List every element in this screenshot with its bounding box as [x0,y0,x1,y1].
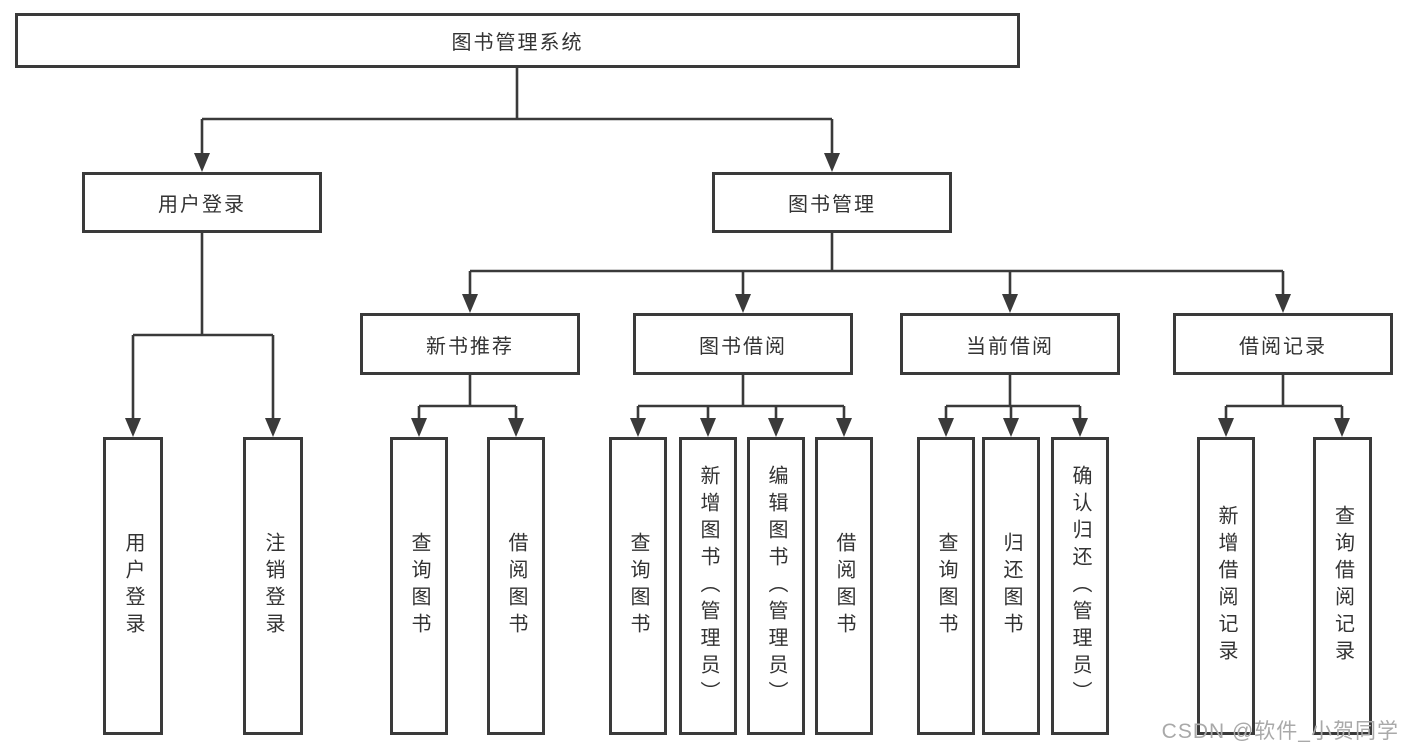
csdn-watermark: CSDN @软件_小贺同学 [1161,720,1399,743]
node-root-system: 图书管理系统 [15,13,1020,68]
leaf-edit-books-admin: 编辑图书（管理员） [747,437,805,735]
node-book-borrowing: 图书借阅 [633,313,853,375]
leaf-return-books: 归还图书 [982,437,1040,735]
leaf-query-books-recommend: 查询图书 [390,437,448,735]
leaf-query-borrow-record: 查询借阅记录 [1313,437,1372,735]
leaf-query-books-current: 查询图书 [917,437,975,735]
leaf-query-books-borrowing: 查询图书 [609,437,667,735]
node-borrowing-records: 借阅记录 [1173,313,1393,375]
leaf-logout: 注销登录 [243,437,303,735]
node-new-book-recommend: 新书推荐 [360,313,580,375]
leaf-add-books-admin: 新增图书（管理员） [679,437,737,735]
leaf-borrow-books-borrowing: 借阅图书 [815,437,873,735]
node-user-login: 用户登录 [82,172,322,233]
leaf-add-borrow-record: 新增借阅记录 [1197,437,1255,735]
leaf-user-login: 用户登录 [103,437,163,735]
node-book-management: 图书管理 [712,172,952,233]
leaf-confirm-return-admin: 确认归还（管理员） [1051,437,1109,735]
leaf-borrow-books-recommend: 借阅图书 [487,437,545,735]
node-current-borrowing: 当前借阅 [900,313,1120,375]
